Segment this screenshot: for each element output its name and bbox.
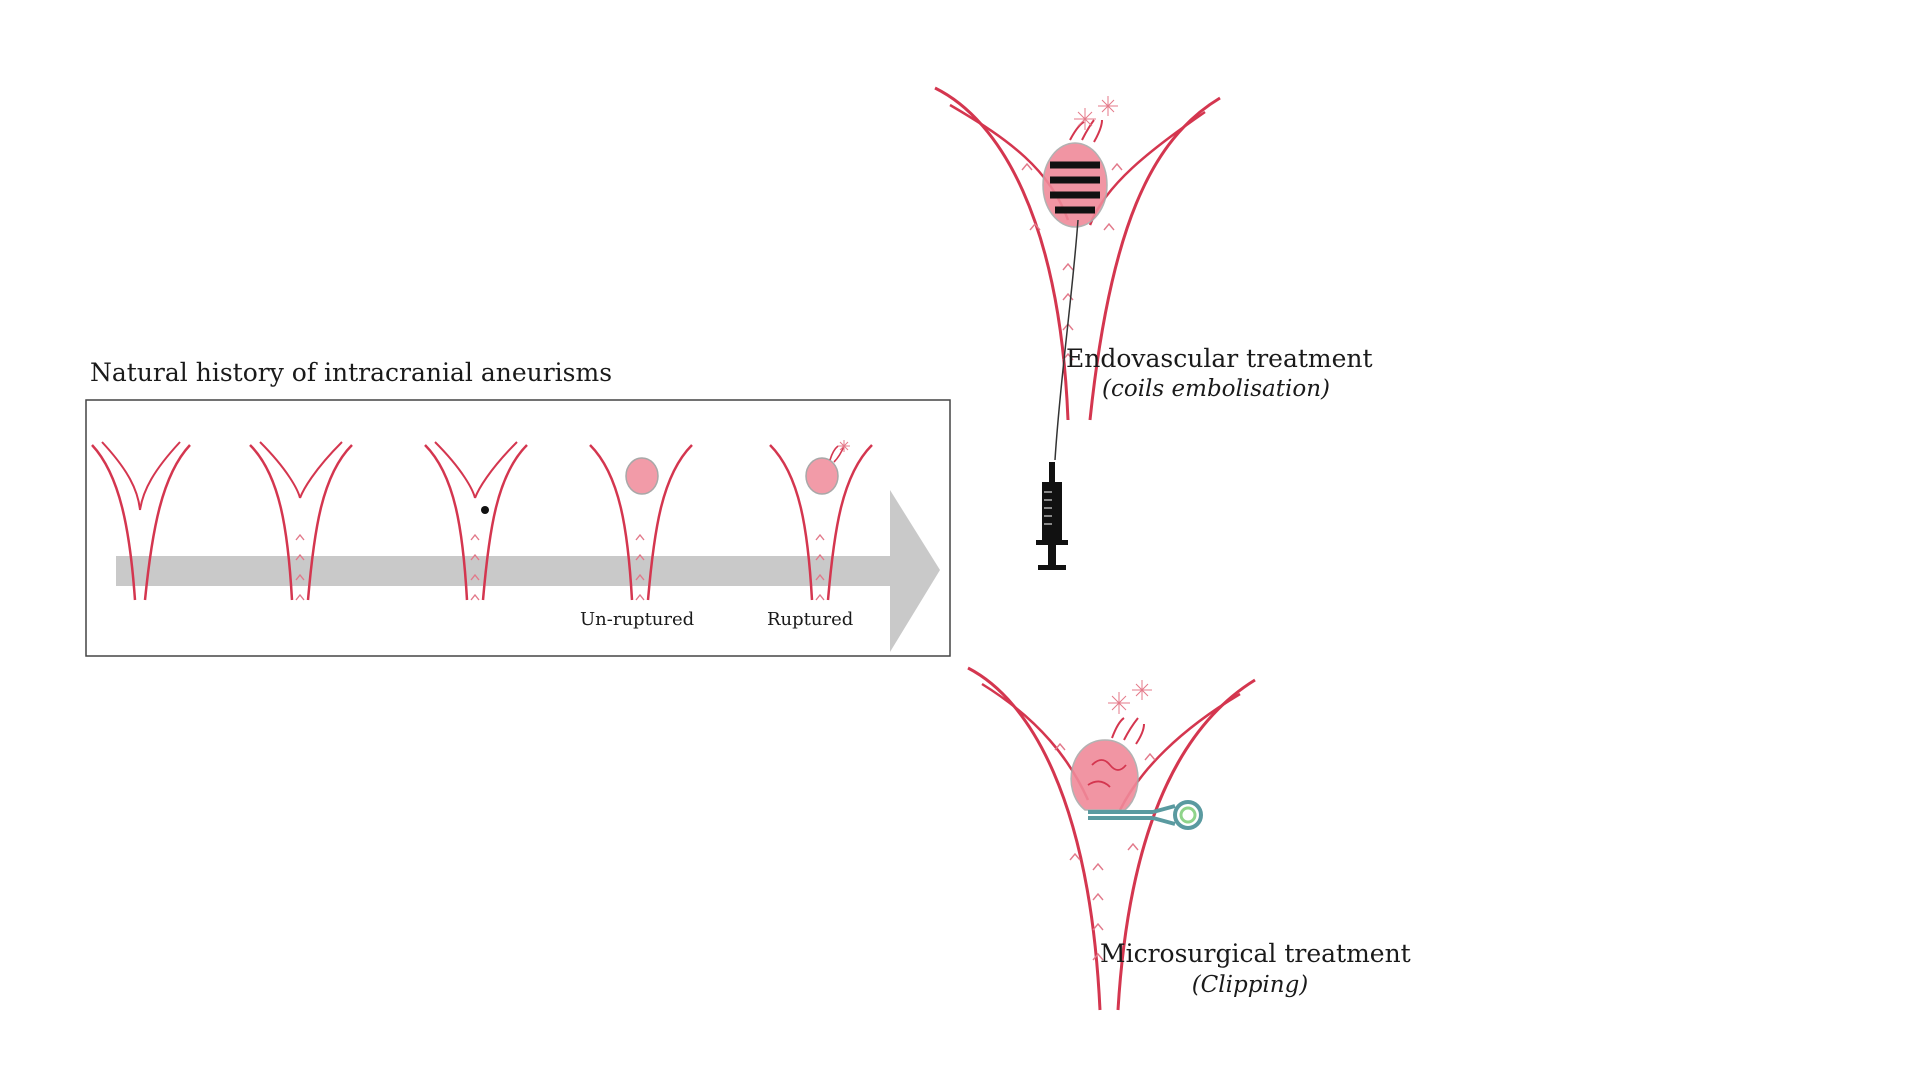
stage-normal-vessel bbox=[91, 441, 191, 601]
rupture-burst-icon bbox=[1074, 96, 1118, 130]
syringe-icon bbox=[1036, 462, 1068, 570]
natural-history-title: Natural history of intracranial aneurism… bbox=[90, 358, 613, 387]
stage-label-ruptured: Ruptured bbox=[767, 609, 854, 630]
microsurgical-subtitle: (Clipping) bbox=[1191, 972, 1309, 998]
endovascular-subtitle: (coils embolisation) bbox=[1102, 376, 1330, 402]
clip-icon bbox=[1088, 800, 1203, 830]
endovascular-title: Endovascular treatment bbox=[1066, 344, 1373, 373]
natural-history-panel bbox=[85, 399, 951, 657]
rupture-burst-icon bbox=[838, 440, 850, 452]
endovascular-illustration bbox=[934, 86, 1221, 570]
coil-icon bbox=[1050, 161, 1100, 214]
stage-ruptured-aneurysm bbox=[769, 440, 873, 601]
microsurgical-illustration bbox=[967, 666, 1256, 1011]
timeline-arrow bbox=[116, 490, 940, 652]
stage-unruptured-aneurysm bbox=[589, 444, 693, 601]
stage-label-unruptured: Un-ruptured bbox=[580, 609, 695, 630]
stage-hemodynamic-flow bbox=[249, 441, 353, 601]
stage-wall-defect bbox=[424, 441, 528, 601]
rupture-burst-icon bbox=[1108, 680, 1152, 714]
microsurgical-title: Microsurgical treatment bbox=[1100, 939, 1411, 968]
